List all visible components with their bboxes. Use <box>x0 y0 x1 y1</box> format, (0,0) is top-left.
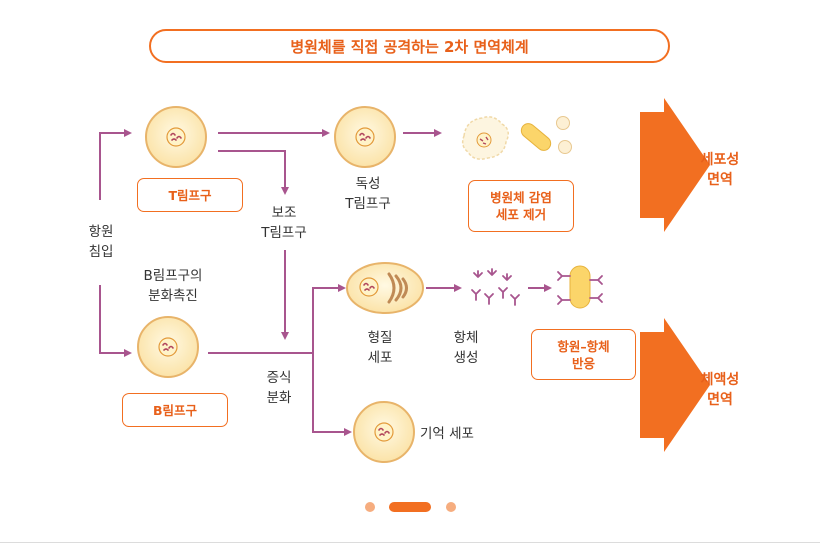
antigen-antibody-text: 항원–항체 반응 <box>557 338 610 371</box>
page-dot-2[interactable] <box>389 502 431 512</box>
b-diff-promote-text: B림프구의 분화촉진 <box>143 268 203 304</box>
plasma-cell <box>346 262 424 314</box>
antigen-entry-label: 항원 침입 <box>78 222 124 262</box>
bottom-divider <box>0 542 820 543</box>
plasma-cell-label: 형질 세포 <box>355 328 405 368</box>
cytotoxic-t-cell <box>334 106 396 168</box>
arrow-junction-to-plasma <box>312 284 346 353</box>
helper-t-label: 보조 T림프구 <box>244 203 324 243</box>
cellular-result-arrow <box>640 98 710 232</box>
arrow-entry-to-b <box>99 285 132 357</box>
t-lymphocyte-text: T림프구 <box>168 187 212 203</box>
antigen-antibody-box: 항원–항체 반응 <box>531 329 636 380</box>
page-dot-1[interactable] <box>365 502 375 512</box>
memory-cell-text: 기억 세포 <box>420 426 474 442</box>
pathogen-removal-text: 병원체 감염 세포 제거 <box>490 190 552 222</box>
cytotoxic-t-label: 독성 T림프구 <box>328 174 408 214</box>
diagram-title: 병원체를 직접 공격하는 2차 면역체계 <box>290 37 529 56</box>
t-lymphocyte-cell <box>145 106 207 168</box>
cellular-immunity-text: 세포성 면역 <box>700 152 740 188</box>
b-diff-promote-label: B림프구의 분화촉진 <box>128 266 218 306</box>
helper-t-text: 보조 T림프구 <box>261 205 307 241</box>
antibody-production-label: 항체 생성 <box>441 328 491 368</box>
cytotoxic-t-text: 독성 T림프구 <box>345 176 391 212</box>
diagram-title-box: 병원체를 직접 공격하는 2차 면역체계 <box>149 29 670 63</box>
humoral-immunity-text: 체액성 면역 <box>700 372 740 408</box>
b-lymphocyte-text: B림프구 <box>152 402 198 418</box>
antibody-production-text: 항체 생성 <box>453 330 479 366</box>
humoral-immunity-label: 체액성 면역 <box>690 370 750 410</box>
humoral-result-arrow <box>640 318 710 452</box>
antigen-antibody-icon <box>557 265 603 309</box>
pathogen-capsule-icon <box>520 123 552 151</box>
cellular-immunity-label: 세포성 면역 <box>690 150 750 190</box>
pathogen-removal-box: 병원체 감염 세포 제거 <box>468 180 574 232</box>
cell-fragments-icon <box>556 116 572 154</box>
b-lymphocyte-cell <box>137 316 199 378</box>
memory-cell-label: 기억 세포 <box>420 424 500 444</box>
b-lymphocyte-box: B림프구 <box>122 393 228 427</box>
t-lymphocyte-box: T림프구 <box>137 178 243 212</box>
antibody-cluster-icon <box>471 268 520 306</box>
arrow-junction-to-memory <box>312 353 352 436</box>
memory-cell <box>353 401 415 463</box>
arrow-entry-to-t <box>99 129 132 200</box>
page-dot-3[interactable] <box>446 502 456 512</box>
proliferation-text: 증식 분화 <box>266 370 292 406</box>
destroyed-cell-icon <box>461 116 509 160</box>
antigen-entry-text: 항원 침입 <box>88 224 114 260</box>
arrow-t-to-helper <box>218 150 289 195</box>
proliferation-label: 증식 분화 <box>256 368 302 408</box>
plasma-cell-text: 형질 세포 <box>367 330 393 366</box>
